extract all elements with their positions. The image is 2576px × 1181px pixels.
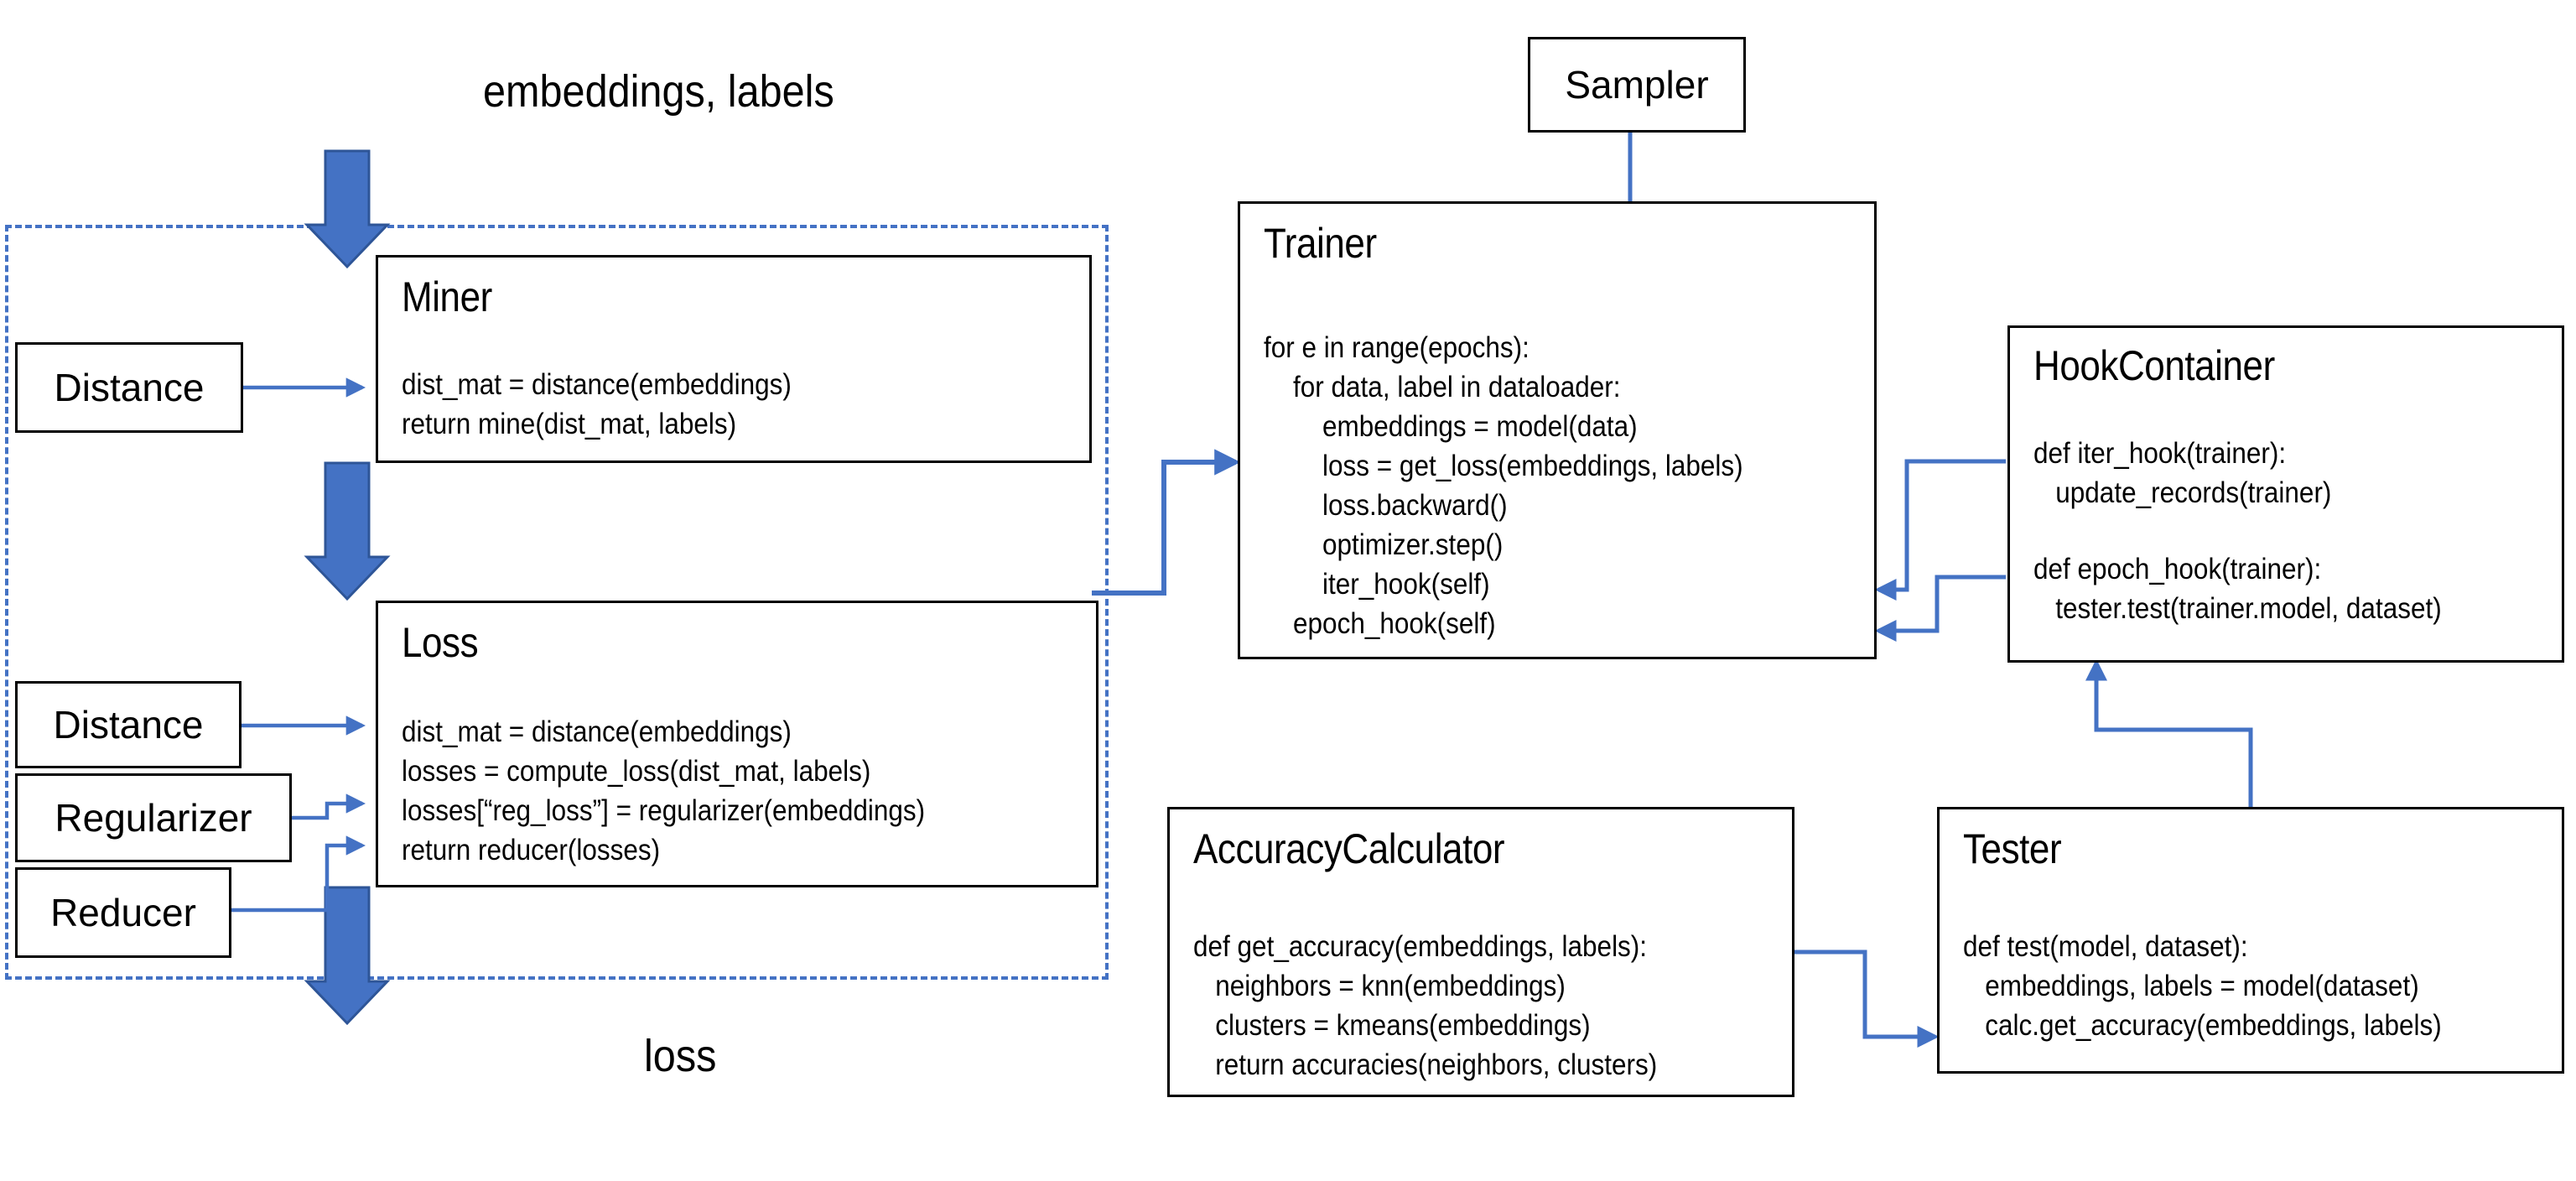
- node-accuracy-calculator-title: AccuracyCalculator: [1193, 825, 1505, 872]
- node-tester-code-line-2: calc.get_accuracy(embeddings, labels): [1963, 1009, 2442, 1042]
- node-distance-loss-label: Distance: [53, 703, 204, 747]
- node-trainer-code-line-4: loss.backward(): [1264, 489, 1508, 522]
- node-hook-container[interactable]: HookContainer def iter_hook(trainer): up…: [2007, 325, 2564, 663]
- node-reducer[interactable]: Reducer: [15, 867, 231, 958]
- node-trainer-code-line-5: optimizer.step(): [1264, 528, 1504, 561]
- node-tester-code-line-1: embeddings, labels = model(dataset): [1963, 970, 2419, 1002]
- node-accuracy-calculator[interactable]: AccuracyCalculator def get_accuracy(embe…: [1167, 807, 1794, 1097]
- node-loss-code-line-2: losses[“reg_loss”] = regularizer(embeddi…: [402, 794, 926, 827]
- output-label: loss: [644, 1031, 717, 1081]
- accuracycalculator-to-tester-arrow: [1794, 949, 1940, 1048]
- loss-to-trainer-arrow: [1092, 449, 1241, 596]
- node-trainer-code-line-0: for e in range(epochs):: [1264, 331, 1530, 364]
- node-miner-code-line-1: return mine(dist_mat, labels): [402, 408, 737, 440]
- node-distance-miner-label: Distance: [54, 366, 205, 409]
- loss-group-dashed-frame: [5, 225, 1109, 980]
- node-loss-title: Loss: [402, 619, 479, 666]
- node-reducer-label: Reducer: [50, 891, 196, 934]
- node-tester-title: Tester: [1963, 825, 2062, 872]
- node-tester[interactable]: Tester def test(model, dataset): embeddi…: [1937, 807, 2564, 1074]
- node-tester-code-line-0: def test(model, dataset):: [1963, 930, 2248, 963]
- node-regularizer[interactable]: Regularizer: [15, 773, 292, 862]
- node-loss-code-line-3: return reducer(losses): [402, 834, 661, 866]
- node-loss-code-line-1: losses = compute_loss(dist_mat, labels): [402, 755, 871, 788]
- node-hook-container-code-line-1: update_records(trainer): [2033, 476, 2332, 509]
- node-loss[interactable]: Loss dist_mat = distance(embeddings) los…: [376, 601, 1098, 887]
- hookcontainer-iterhook-to-trainer-arrow: [1874, 459, 2006, 601]
- node-loss-code-line-0: dist_mat = distance(embeddings): [402, 715, 792, 748]
- node-hook-container-title: HookContainer: [2033, 342, 2275, 389]
- node-trainer-code-line-3: loss = get_loss(embeddings, labels): [1264, 450, 1743, 482]
- node-accuracy-calculator-code-line-2: clusters = kmeans(embeddings): [1193, 1009, 1591, 1042]
- node-trainer-code-line-7: epoch_hook(self): [1264, 607, 1496, 640]
- tester-to-hookcontainer-arrow: [2085, 658, 2253, 809]
- node-accuracy-calculator-code-line-1: neighbors = knn(embeddings): [1193, 970, 1566, 1002]
- node-hook-container-code-line-3: def epoch_hook(trainer):: [2033, 553, 2322, 585]
- node-miner-code-line-0: dist_mat = distance(embeddings): [402, 368, 792, 401]
- node-trainer-code-line-6: iter_hook(self): [1264, 568, 1490, 601]
- node-trainer-code-line-2: embeddings = model(data): [1264, 410, 1638, 443]
- node-accuracy-calculator-code-line-0: def get_accuracy(embeddings, labels):: [1193, 930, 1648, 963]
- node-trainer-title: Trainer: [1264, 220, 1377, 267]
- node-miner[interactable]: Miner dist_mat = distance(embeddings) re…: [376, 255, 1092, 463]
- node-sampler-label: Sampler: [1565, 63, 1709, 107]
- node-miner-title: Miner: [402, 273, 492, 320]
- node-sampler[interactable]: Sampler: [1528, 37, 1746, 133]
- node-trainer[interactable]: Trainer for e in range(epochs): for data…: [1238, 201, 1877, 659]
- node-hook-container-code-line-0: def iter_hook(trainer):: [2033, 437, 2287, 470]
- node-regularizer-label: Regularizer: [55, 796, 252, 840]
- node-accuracy-calculator-code-line-3: return accuracies(neighbors, clusters): [1193, 1048, 1658, 1081]
- hookcontainer-epochhook-to-trainer-arrow: [1874, 575, 2006, 642]
- node-hook-container-code-line-4: tester.test(trainer.model, dataset): [2033, 592, 2442, 625]
- node-trainer-code-line-1: for data, label in dataloader:: [1264, 371, 1621, 403]
- node-distance-loss[interactable]: Distance: [15, 681, 242, 768]
- input-label: embeddings, labels: [483, 66, 834, 117]
- node-distance-miner[interactable]: Distance: [15, 342, 243, 433]
